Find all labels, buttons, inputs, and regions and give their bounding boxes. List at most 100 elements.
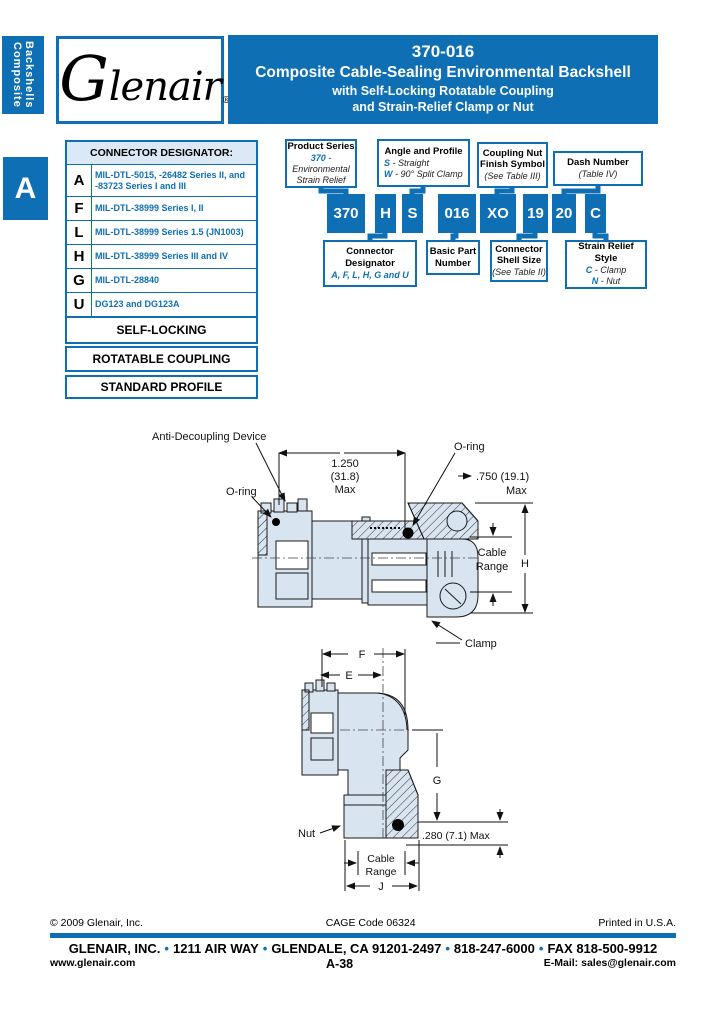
designator-letter: A <box>67 165 92 196</box>
glenair-logo-text: Glenair ® <box>59 47 231 110</box>
designator-spec: MIL-DTL-38999 Series I, II <box>95 203 204 214</box>
bullet-separator: • <box>445 941 450 956</box>
footer-meta-row: © 2009 Glenair, Inc. CAGE Code 06324 Pri… <box>50 917 676 929</box>
product-series-box: Product Series 370 - Environmental Strai… <box>285 139 357 188</box>
city-state-zip: GLENDALE, CA 91201-2497 <box>271 941 442 956</box>
bullet-separator: • <box>262 941 268 956</box>
product-series-line2: Strain Relief <box>296 175 346 186</box>
code-box-c: C <box>585 194 606 233</box>
dim-h: H <box>521 558 529 570</box>
strain-relief-label-nut: - Nut <box>600 276 621 287</box>
strain-relief-code-c: C <box>585 265 593 276</box>
designator-letter: H <box>67 245 92 268</box>
page-subtitle-2: and Strain-Relief Clamp or Nut <box>352 100 534 114</box>
product-series-code: 370 <box>310 152 326 163</box>
dim-diameter-max: Max <box>506 485 527 497</box>
dash-number-box: Dash Number (Table IV) <box>553 151 643 186</box>
label-cable-1: Cable <box>478 547 507 559</box>
code-box-370: 370 <box>327 194 365 233</box>
code-box-016: 016 <box>438 194 476 233</box>
basic-part-number-box: Basic Part Number <box>426 240 480 275</box>
shell-size-note: (See Table II) <box>492 267 546 278</box>
registered-mark: ® <box>221 95 231 106</box>
printed-in: Printed in U.S.A. <box>598 917 676 929</box>
basic-part-title-2: Number <box>435 257 471 269</box>
feature-standard-profile: STANDARD PROFILE <box>65 375 258 399</box>
label-oring-left: O-ring <box>226 486 257 498</box>
angle-profile-box: Angle and Profile S - Straight W - 90° S… <box>377 139 470 187</box>
part-number-connector-lines <box>318 184 609 240</box>
dash-number-note: (Table IV) <box>578 168 618 179</box>
sidebar-tab-line1: Composite <box>11 42 23 108</box>
dim-nut-height: .280 (7.1) Max <box>422 830 490 842</box>
angle-option-90: W - 90° Split Clamp <box>379 169 468 180</box>
page-title: Composite Cable-Sealing Environmental Ba… <box>255 64 631 81</box>
label-cable-2: Range <box>476 561 508 573</box>
copyright-text: © 2009 Glenair, Inc. <box>50 917 143 929</box>
designator-letter: F <box>67 197 92 220</box>
sidebar-tab-text: Composite Backshells <box>11 41 35 108</box>
sidebar-tab-line2: Backshells <box>23 41 36 109</box>
designator-letter: L <box>67 221 92 244</box>
label-cable-2: Range <box>366 866 397 878</box>
email-link: E-Mail: sales@glenair.com <box>543 957 676 969</box>
code-box-xo: XO <box>480 194 516 233</box>
designator-spec: MIL-DTL-5015, -26482 Series II, and -837… <box>95 170 246 191</box>
dash-number-title: Dash Number <box>567 156 629 168</box>
angle-code-w: W <box>384 168 393 179</box>
strain-relief-label-clamp: - Clamp <box>594 265 627 276</box>
page-part-number: 370-016 <box>411 42 475 61</box>
angle-label-s: - Straight <box>392 157 430 168</box>
coupling-nut-title-2: Finish Symbol <box>480 159 545 171</box>
angled-backshell-drawing: F E G Nut .280 (7.1) Max Cable Range J <box>298 648 508 893</box>
footer-rule <box>50 933 676 938</box>
cage-code: CAGE Code 06324 <box>325 917 416 929</box>
oring-seal-left <box>272 518 280 526</box>
fax: FAX 818-500-9912 <box>547 941 658 956</box>
coupling-nut-title-1: Coupling Nut <box>482 147 543 159</box>
table-row: G MIL-DTL-28840 <box>67 269 256 293</box>
shell-size-title-2: Shell Size <box>496 255 542 267</box>
code-box-20: 20 <box>552 194 576 233</box>
connector-designator-title-2: Designator <box>345 257 395 269</box>
bullet-separator: • <box>164 941 169 956</box>
angle-profile-title: Angle and Profile <box>384 145 463 157</box>
product-series-title: Product Series <box>287 140 355 152</box>
table-row: U DG123 and DG123A <box>67 293 256 317</box>
basic-part-title-1: Basic Part <box>429 245 477 257</box>
strain-relief-title: Strain Relief Style <box>578 241 634 265</box>
designator-spec: MIL-DTL-38999 Series III and IV <box>95 251 229 262</box>
coupling-nut-note: (See Table III) <box>484 171 541 182</box>
feature-rotatable-coupling: ROTATABLE COUPLING <box>65 346 258 372</box>
code-box-s: S <box>402 194 423 233</box>
table-row: H MIL-DTL-38999 Series III and IV <box>67 245 256 269</box>
product-series-line1: 370 - Environmental <box>287 153 355 176</box>
website-link: www.glenair.com <box>50 957 136 969</box>
table-row: F MIL-DTL-38999 Series I, II <box>67 197 256 221</box>
company-name: GLENAIR, INC. <box>68 941 161 956</box>
label-clamp: Clamp <box>465 638 497 650</box>
street: 1211 AIR WAY <box>172 941 259 956</box>
code-box-19: 19 <box>523 194 548 233</box>
table-row: A MIL-DTL-5015, -26482 Series II, and -8… <box>67 165 256 197</box>
designator-table-title: CONNECTOR DESIGNATOR: <box>67 142 256 165</box>
dim-length-max: Max <box>335 484 356 496</box>
clamp-screw-hole <box>446 510 468 532</box>
page-subtitle-1: with Self-Locking Rotatable Coupling <box>332 84 554 98</box>
connector-designator-box: Connector Designator A, F, L, H, G and U <box>323 240 417 287</box>
bullet-separator: • <box>538 941 544 956</box>
dim-g: G <box>433 775 442 787</box>
section-letter-badge: A <box>3 157 48 220</box>
connector-designator-table: CONNECTOR DESIGNATOR: A MIL-DTL-5015, -2… <box>65 140 258 344</box>
dim-e: E <box>345 670 352 682</box>
oring-seal <box>402 527 414 539</box>
page-number: A-38 <box>326 957 354 971</box>
angle-label-w: - 90° Split Clamp <box>395 168 463 179</box>
logo-rest: lenair <box>108 63 222 110</box>
code-box-h: H <box>375 194 396 233</box>
designator-spec: MIL-DTL-28840 <box>95 275 160 286</box>
table-row: L MIL-DTL-38999 Series 1.5 (JN1003) <box>67 221 256 245</box>
dim-length-metric: (31.8) <box>331 471 360 483</box>
label-cable-1: Cable <box>367 853 395 865</box>
dim-j: J <box>378 881 384 893</box>
